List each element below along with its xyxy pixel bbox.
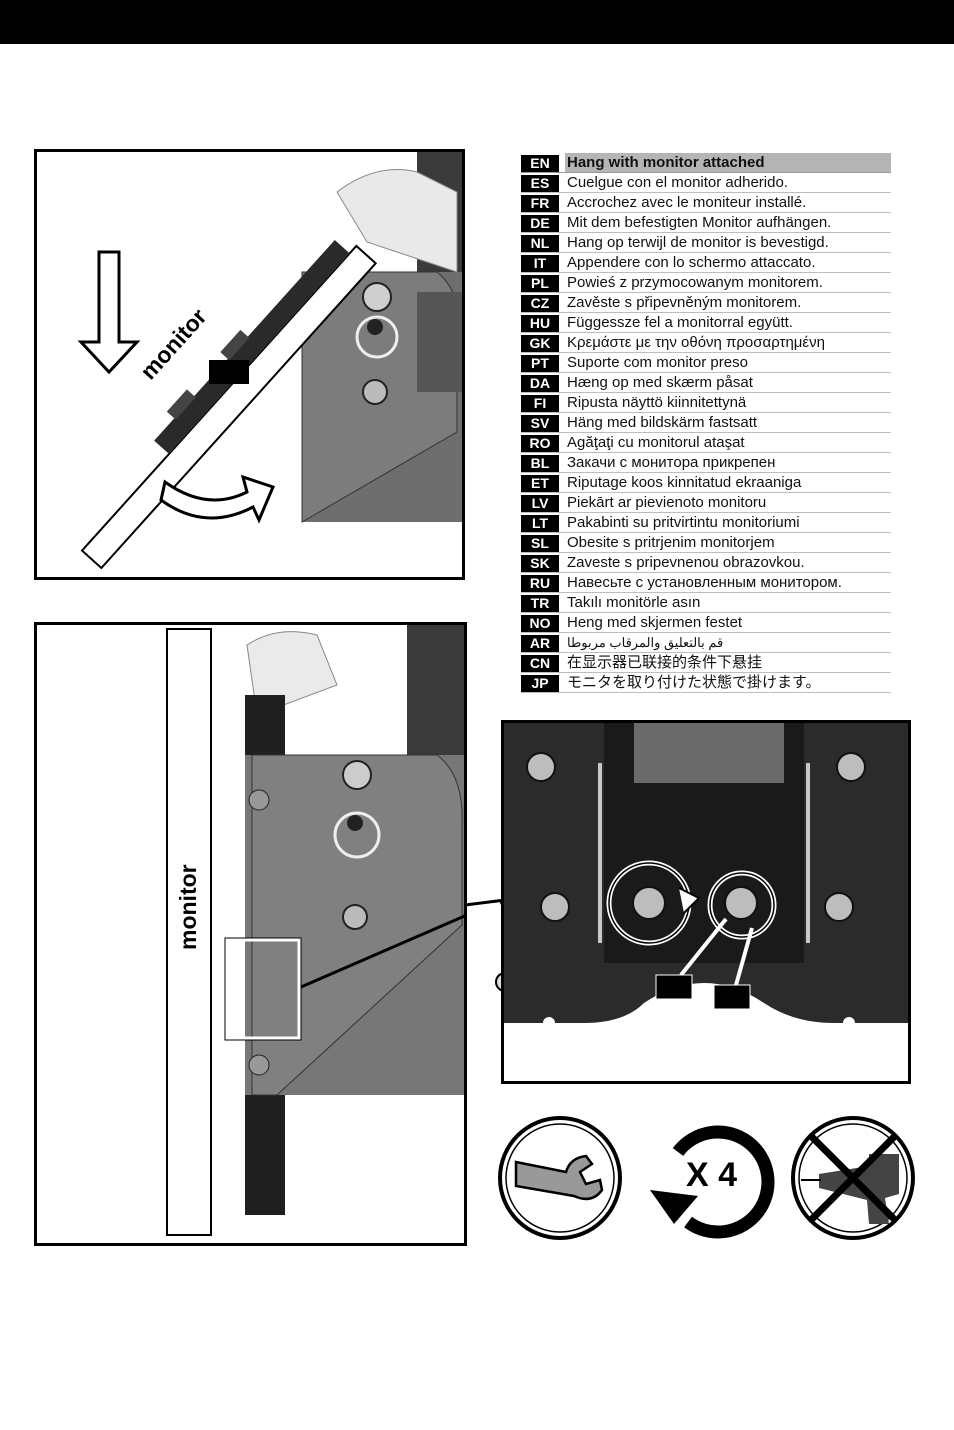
instruction-text: Zaveste s pripevnenou obrazovkou.	[565, 552, 891, 573]
instruction-row: PT Suporte com monitor preso	[521, 352, 891, 373]
instruction-text: モニタを取り付けた状態で掛けます。	[565, 672, 891, 693]
instruction-row: NL Hang op terwijl de monitor is bevestig…	[521, 232, 891, 253]
instruction-row: RO Agăţaţi cu monitorul ataşat	[521, 432, 891, 453]
instruction-row: SV Häng med bildskärm fastsatt	[521, 412, 891, 433]
language-code-badge: DE	[521, 214, 559, 232]
instruction-row: TR Takılı monitörle asın	[521, 592, 891, 613]
instruction-row: SL Obesite s pritrjenim monitorjem	[521, 532, 891, 553]
instruction-text: Häng med bildskärm fastsatt	[565, 412, 891, 433]
instruction-text: Piekārt ar pievienoto monitoru	[565, 492, 891, 513]
language-code-badge: SK	[521, 554, 559, 572]
instruction-row: AR قم بالتعليق والمرقاب مربوطا	[521, 632, 891, 653]
instruction-text: Zavěste s připevněným monitorem.	[565, 292, 891, 313]
language-code-badge: ES	[521, 174, 559, 192]
instruction-row: IT Appendere con lo schermo attaccato.	[521, 252, 891, 273]
instruction-row: JP モニタを取り付けた状態で掛けます。	[521, 672, 891, 693]
instruction-text: Accrochez avec le moniteur installé.	[565, 192, 891, 213]
instruction-row: GK Κρεμάστε με την οθόνη προσαρτημένη	[521, 332, 891, 353]
figure-hang-vertical: monitor	[34, 622, 467, 1246]
language-code-badge: SV	[521, 414, 559, 432]
language-code-badge: JP	[521, 674, 559, 692]
instruction-row: EN Hang with monitor attached	[521, 153, 891, 173]
language-code-badge: PT	[521, 354, 559, 372]
language-code-badge: RU	[521, 574, 559, 592]
figure-bolt-closeup	[501, 720, 911, 1084]
instruction-row: ET Riputage koos kinnitatud ekraaniga	[521, 472, 891, 493]
instruction-row: SK Zaveste s pripevnenou obrazovkou.	[521, 552, 891, 573]
instruction-text: Appendere con lo schermo attaccato.	[565, 252, 891, 273]
instruction-row: NO Heng med skjermen festet	[521, 612, 891, 633]
instruction-text: Agăţaţi cu monitorul ataşat	[565, 432, 891, 453]
instruction-text: Hang op terwijl de monitor is bevestigd.	[565, 232, 891, 253]
rotate-icon: X 4	[648, 1112, 780, 1249]
instruction-row: DA Hæng op med skærm påsat	[521, 372, 891, 393]
instruction-row: DE Mit dem befestigten Monitor aufhängen.	[521, 212, 891, 233]
header-bar	[0, 0, 954, 44]
instruction-text: Ripusta näyttö kiinnitettynä	[565, 392, 891, 413]
instruction-text: Закачи с монитора прикрепен	[565, 452, 891, 473]
instruction-text: 在显示器已联接的条件下悬挂	[565, 652, 891, 673]
instruction-row: PL Powieś z przymocowanym monitorem.	[521, 272, 891, 293]
language-code-badge: RO	[521, 434, 559, 452]
language-code-badge: DA	[521, 374, 559, 392]
instruction-row: HU Függessze fel a monitorral együtt.	[521, 312, 891, 333]
instruction-text: Riputage koos kinnitatud ekraaniga	[565, 472, 891, 493]
instruction-text: Függessze fel a monitorral együtt.	[565, 312, 891, 333]
repeat-count-label: X 4	[686, 1156, 738, 1194]
instruction-row: LT Pakabinti su pritvirtintu monitoriumi	[521, 512, 891, 533]
language-code-badge: BL	[521, 454, 559, 472]
monitor-outline	[166, 628, 212, 1236]
monitor-label: monitor	[175, 864, 201, 950]
language-code-badge: GK	[521, 334, 559, 352]
language-code-badge: IT	[521, 254, 559, 272]
language-code-badge: FR	[521, 194, 559, 212]
language-code-badge: NO	[521, 614, 559, 632]
instruction-row: CZ Zavěste s připevněným monitorem.	[521, 292, 891, 313]
figure-hang-tilt: monitor	[34, 149, 465, 580]
instruction-text: Obesite s pritrjenim monitorjem	[565, 532, 891, 553]
language-code-badge: LV	[521, 494, 559, 512]
language-code-badge: LT	[521, 514, 559, 532]
instruction-text: Takılı monitörle asın	[565, 592, 891, 613]
instruction-row: BL Закачи с монитора прикрепен	[521, 452, 891, 473]
instruction-row: FR Accrochez avec le moniteur installé.	[521, 192, 891, 213]
no-power-drill-icon	[789, 1114, 917, 1247]
instruction-text: Suporte com monitor preso	[565, 352, 891, 373]
language-code-badge: CZ	[521, 294, 559, 312]
language-code-badge: CN	[521, 654, 559, 672]
language-code-badge: TR	[521, 594, 559, 612]
instruction-text: Heng med skjermen festet	[565, 612, 891, 633]
language-code-badge: PL	[521, 274, 559, 292]
instruction-text: Κρεμάστε με την οθόνη προσαρτημένη	[565, 332, 891, 353]
instruction-text: Powieś z przymocowanym monitorem.	[565, 272, 891, 293]
instruction-row: CN 在显示器已联接的条件下悬挂	[521, 652, 891, 673]
wrench-icon	[496, 1114, 624, 1247]
instruction-text: قم بالتعليق والمرقاب مربوطا	[565, 632, 891, 653]
instruction-row: RU Навесьте с установленным монитором.	[521, 572, 891, 593]
instruction-text: Mit dem befestigten Monitor aufhängen.	[565, 212, 891, 233]
instruction-text: Навесьте с установленным монитором.	[565, 572, 891, 593]
instruction-text: Hang with monitor attached	[565, 153, 891, 173]
instruction-row: LV Piekārt ar pievienoto monitoru	[521, 492, 891, 513]
language-code-badge: FI	[521, 394, 559, 412]
language-code-badge: HU	[521, 314, 559, 332]
instruction-text: Pakabinti su pritvirtintu monitoriumi	[565, 512, 891, 533]
instruction-row: FI Ripusta näyttö kiinnitettynä	[521, 392, 891, 413]
language-code-badge: ET	[521, 474, 559, 492]
language-code-badge: AR	[521, 634, 559, 652]
instruction-row: ES Cuelgue con el monitor adherido.	[521, 172, 891, 193]
instruction-text: Cuelgue con el monitor adherido.	[565, 172, 891, 193]
language-code-badge: SL	[521, 534, 559, 552]
language-code-badge: NL	[521, 234, 559, 252]
instruction-text: Hæng op med skærm påsat	[565, 372, 891, 393]
language-code-badge: EN	[521, 154, 559, 172]
